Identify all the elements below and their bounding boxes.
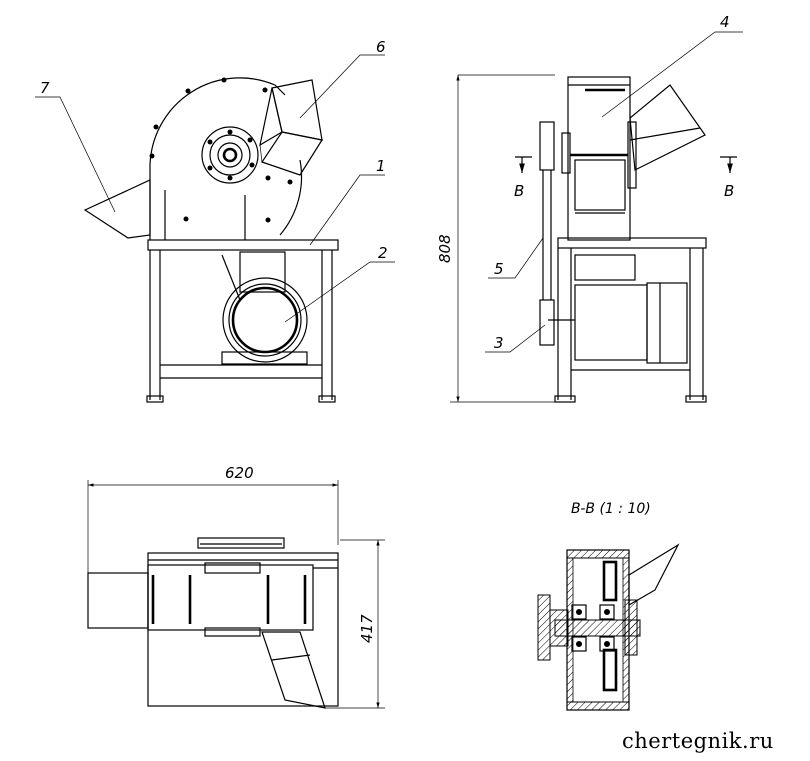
- section-pulley: [537, 594, 551, 661]
- section-hopper: [628, 543, 680, 607]
- watermark: chertegnik.ru: [622, 729, 774, 753]
- front-view: 1 2 6 7: [35, 38, 395, 403]
- callout-4: 4: [720, 13, 730, 31]
- top-housing: [147, 564, 314, 631]
- dim-height: 808: [436, 234, 454, 263]
- section-title: B-B (1 : 10): [571, 501, 651, 517]
- side-housing: [567, 76, 631, 241]
- top-view: 620 417: [87, 464, 385, 709]
- dim-width: 620: [225, 464, 254, 482]
- section-marker-left: B: [514, 182, 524, 200]
- motor-body: [239, 251, 286, 293]
- side-hopper: [629, 84, 706, 171]
- section-view: B-B (1 : 10): [537, 501, 680, 711]
- discharge-chute: [83, 179, 151, 239]
- callout-1: 1: [376, 157, 386, 175]
- lower-pulley: [539, 299, 555, 346]
- callout-2: 2: [378, 244, 388, 262]
- side-view: 808 B: [436, 13, 743, 403]
- section-marker-right: B: [724, 182, 734, 200]
- frame-table: [147, 239, 339, 251]
- callout-3: 3: [494, 334, 504, 352]
- side-motor: [574, 284, 648, 361]
- fan-housing: [149, 77, 286, 240]
- upper-pulley: [539, 121, 555, 171]
- callout-7: 7: [40, 79, 50, 97]
- top-outlet: [87, 572, 149, 629]
- top-hopper: [261, 631, 326, 709]
- callout-6: 6: [376, 38, 386, 56]
- callout-5: 5: [494, 260, 504, 278]
- dim-depth: 417: [358, 614, 376, 643]
- rotor-hub: [201, 126, 259, 184]
- motor-housing: [222, 277, 308, 363]
